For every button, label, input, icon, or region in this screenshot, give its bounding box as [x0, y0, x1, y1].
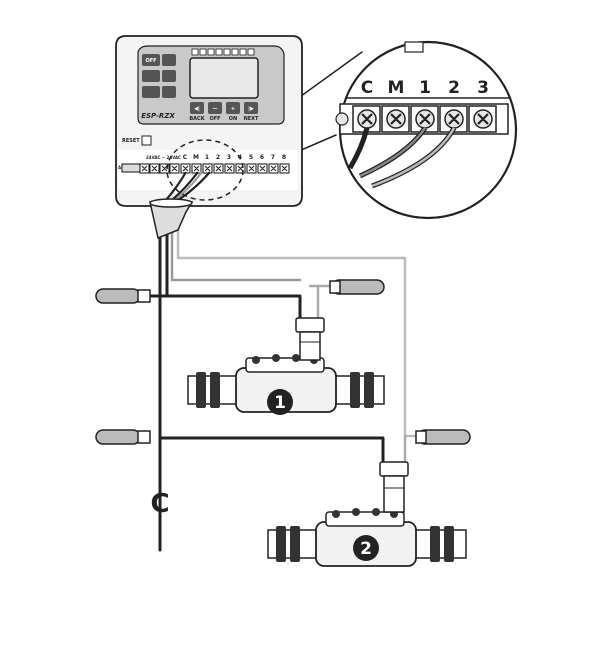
back-button[interactable] — [190, 102, 204, 114]
on-button-symbol: + — [231, 106, 235, 112]
next-button[interactable] — [244, 102, 258, 114]
svg-text:M: M — [193, 154, 199, 161]
key-icon-2 — [142, 70, 160, 82]
zoom-label-3: 3 — [477, 78, 489, 98]
terminal-highlight — [166, 139, 244, 201]
valve-2-wire — [158, 436, 385, 464]
terminal-screws — [121, 163, 290, 174]
zoom-label-c: C — [361, 78, 373, 98]
svg-text:6: 6 — [260, 154, 264, 161]
next-label: NEXT — [244, 116, 259, 122]
zoom-terminal-labels: C M 1 2 3 — [361, 78, 489, 98]
key-icon-1 — [162, 54, 176, 66]
zone-2-wire-b — [176, 226, 422, 438]
zoom-label-1: 1 — [419, 78, 431, 98]
on-button[interactable] — [226, 102, 240, 114]
off-label: OFF — [145, 58, 156, 64]
wire-connector-1-right — [329, 279, 385, 295]
connectors — [95, 279, 471, 445]
valve-1: 1 — [187, 317, 385, 415]
common-wire-label: C — [150, 489, 169, 519]
svg-text:3: 3 — [227, 154, 231, 161]
zone-indicators — [191, 48, 255, 56]
key-icon-4 — [142, 86, 160, 98]
valve-1-number: 1 — [274, 393, 286, 413]
key-icon-5 — [162, 86, 176, 98]
svg-text:1: 1 — [205, 154, 209, 161]
valve-1-badge — [267, 389, 293, 415]
off-nav-label: OFF — [209, 116, 220, 122]
zone-2-wire — [170, 226, 302, 282]
key-icon-3 — [162, 70, 176, 82]
controller: OFF ESP-RZX ◀| — + |▶ — [115, 35, 303, 240]
wire-connector-2-right — [415, 429, 471, 445]
zone-1-wire — [118, 226, 302, 320]
valve-2: 2 — [267, 461, 467, 567]
svg-text:2: 2 — [216, 154, 220, 161]
wire-connector-2-left — [95, 429, 151, 445]
reset-button[interactable] — [141, 135, 152, 146]
off-button-symbol: — — [213, 106, 218, 112]
reset-label: RESET — [122, 138, 140, 144]
back-button-symbol: ◀| — [194, 106, 200, 112]
zoom-label-m: M — [388, 78, 405, 98]
zoom-screws — [335, 103, 509, 135]
next-button-symbol: |▶ — [248, 106, 254, 112]
lcd-display — [189, 57, 259, 99]
wire-connector-1-left — [95, 288, 151, 304]
power-terminal-label: 24VAC ~ 24VAC — [146, 155, 181, 160]
valve-2-number: 2 — [360, 539, 372, 559]
svg-text:5: 5 — [249, 154, 253, 161]
nav-buttons: ◀| — + |▶ BACK OFF ON NEXT — [189, 102, 259, 122]
back-label: BACK — [189, 116, 205, 122]
off-button[interactable] — [208, 102, 222, 114]
terminal-zoom: C M 1 2 3 — [335, 40, 518, 220]
valve-2-badge — [353, 535, 379, 561]
svg-text:C: C — [183, 154, 188, 161]
on-label: ON — [229, 116, 237, 122]
svg-text:8: 8 — [282, 154, 286, 161]
terminal-wires — [165, 171, 211, 201]
svg-text:7: 7 — [271, 154, 275, 161]
zoom-label-2: 2 — [448, 78, 460, 98]
model-name: ESP-RZX — [141, 112, 175, 120]
zoom-wire-c — [347, 127, 370, 170]
